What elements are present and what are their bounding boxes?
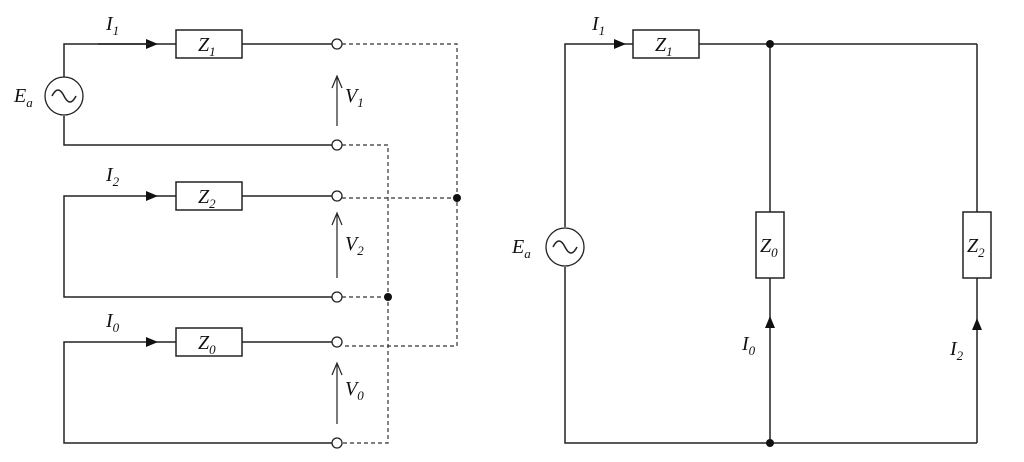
impedance-label-z1: Z1 xyxy=(198,34,216,59)
voltage-v0-arrow-head xyxy=(331,361,343,376)
terminal-row1-top xyxy=(331,38,343,50)
terminal-row3-top xyxy=(331,336,343,348)
left-circuit: Ea I1 I2 I0 Z1 Z2 Z0 V1 V2 V0 xyxy=(13,13,461,449)
dashed-top-bus xyxy=(342,43,458,347)
terminal-row2-top xyxy=(331,190,343,202)
impedance-z2-box xyxy=(175,181,243,211)
terminal-row3-bottom xyxy=(331,437,343,449)
current-i1-arrow-right xyxy=(614,39,626,49)
impedance-z1-box xyxy=(175,29,243,59)
row-positive xyxy=(44,29,343,151)
impedance-label-z0: Z0 xyxy=(198,332,216,357)
row-negative xyxy=(63,181,343,303)
junction-dot-bottom-right xyxy=(766,439,774,447)
current-label-i0-right: I0 xyxy=(741,333,756,358)
current-i2-arrow xyxy=(146,191,158,201)
current-label-i1-right: I1 xyxy=(591,13,605,38)
source-label-left: Ea xyxy=(13,85,33,110)
current-i0-arrow xyxy=(146,337,158,347)
wire-right-left-bottom xyxy=(564,267,977,444)
current-label-i2: I2 xyxy=(105,164,120,189)
current-i1-arrow xyxy=(146,39,158,49)
junction-dot-top-bus xyxy=(453,194,461,202)
current-i0-arrow-right xyxy=(765,316,775,328)
voltage-label-v0: V0 xyxy=(345,378,364,403)
wire-right-left-top xyxy=(564,43,633,227)
wire-row2 xyxy=(63,195,332,298)
sine-wave-icon xyxy=(51,89,77,103)
impedance-z2-box-right xyxy=(962,211,992,279)
source-label-right: Ea xyxy=(511,236,531,261)
impedance-label-z0-right: Z0 xyxy=(760,235,778,260)
right-circuit: Ea I1 Z1 Z0 Z2 I0 I2 xyxy=(511,13,992,447)
voltage-v2-arrow-head xyxy=(331,211,343,226)
current-label-i1: I1 xyxy=(105,13,119,38)
impedance-z1-box-right xyxy=(632,29,700,59)
current-i2-arrow-right xyxy=(972,318,982,330)
voltage-v1-arrow-head xyxy=(331,74,343,89)
junction-dot-bottom-bus xyxy=(384,293,392,301)
dashed-bottom-bus xyxy=(342,144,389,444)
impedance-label-z2-right: Z2 xyxy=(967,235,985,260)
row-zero xyxy=(63,327,343,449)
impedance-label-z2: Z2 xyxy=(198,186,216,211)
voltage-label-v2: V2 xyxy=(345,233,364,258)
current-label-i2-right: I2 xyxy=(949,338,964,363)
impedance-z0-box xyxy=(175,327,243,357)
wire-row1-bottom xyxy=(63,116,332,146)
impedance-z0-box-right xyxy=(755,211,785,279)
terminal-row1-bottom xyxy=(331,139,343,151)
junction-dot-top-right xyxy=(766,40,774,48)
voltage-label-v1: V1 xyxy=(345,85,364,110)
sine-wave-icon-right xyxy=(552,240,578,254)
terminal-row2-bottom xyxy=(331,291,343,303)
dashed-connections xyxy=(342,43,461,444)
impedance-label-z1-right: Z1 xyxy=(655,34,673,59)
current-label-i0: I0 xyxy=(105,310,120,335)
wire-row3 xyxy=(63,341,332,444)
